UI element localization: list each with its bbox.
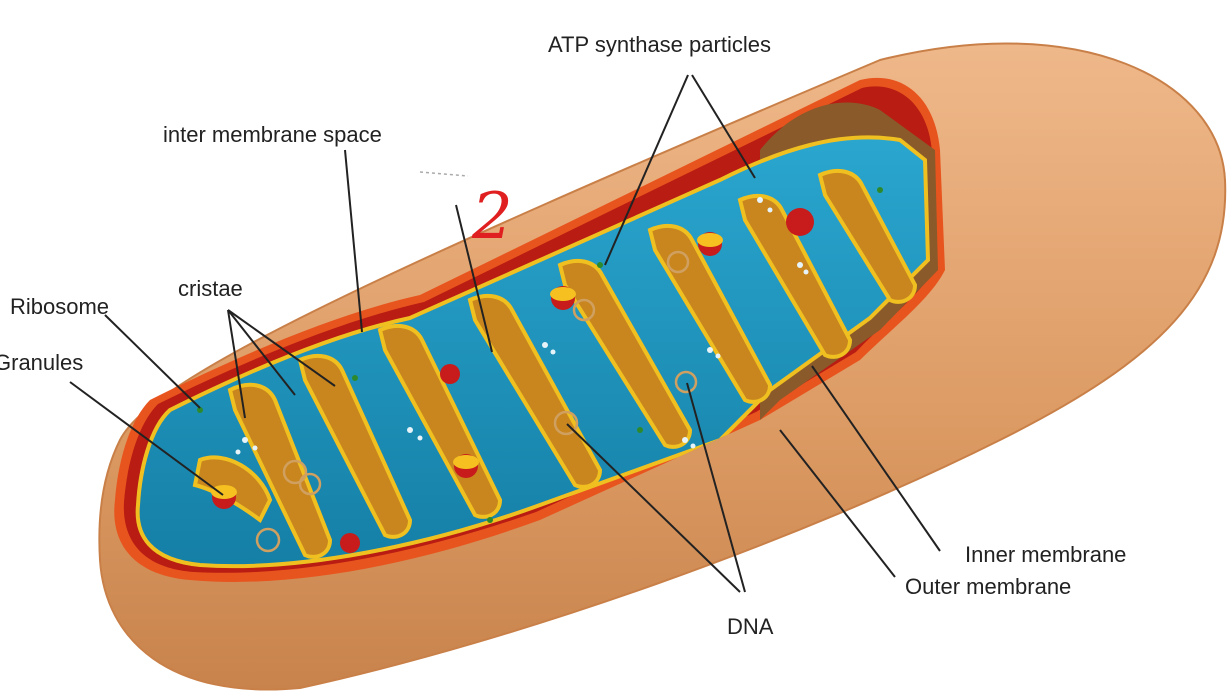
granule-dots: [235, 197, 809, 455]
dna-rings: [255, 250, 698, 553]
label-intermembrane-space: inter membrane space: [163, 122, 382, 147]
label-atp-synthase: ATP synthase particles: [548, 32, 771, 57]
cristae-folds: [192, 168, 918, 559]
label-inner-membrane: Inner membrane: [965, 542, 1126, 567]
ribosome-dots: [197, 187, 883, 523]
label-granules: Granules: [0, 350, 83, 375]
label-outer-membrane: Outer membrane: [905, 574, 1071, 599]
label-ribosome: Ribosome: [10, 294, 109, 319]
handwritten-mark: 2: [471, 180, 513, 254]
handwritten-dash: [419, 171, 469, 177]
label-cristae: cristae: [178, 276, 243, 301]
leader-lines: [69, 74, 941, 593]
granule-bodies: [211, 208, 814, 553]
label-dna: DNA: [727, 614, 774, 639]
